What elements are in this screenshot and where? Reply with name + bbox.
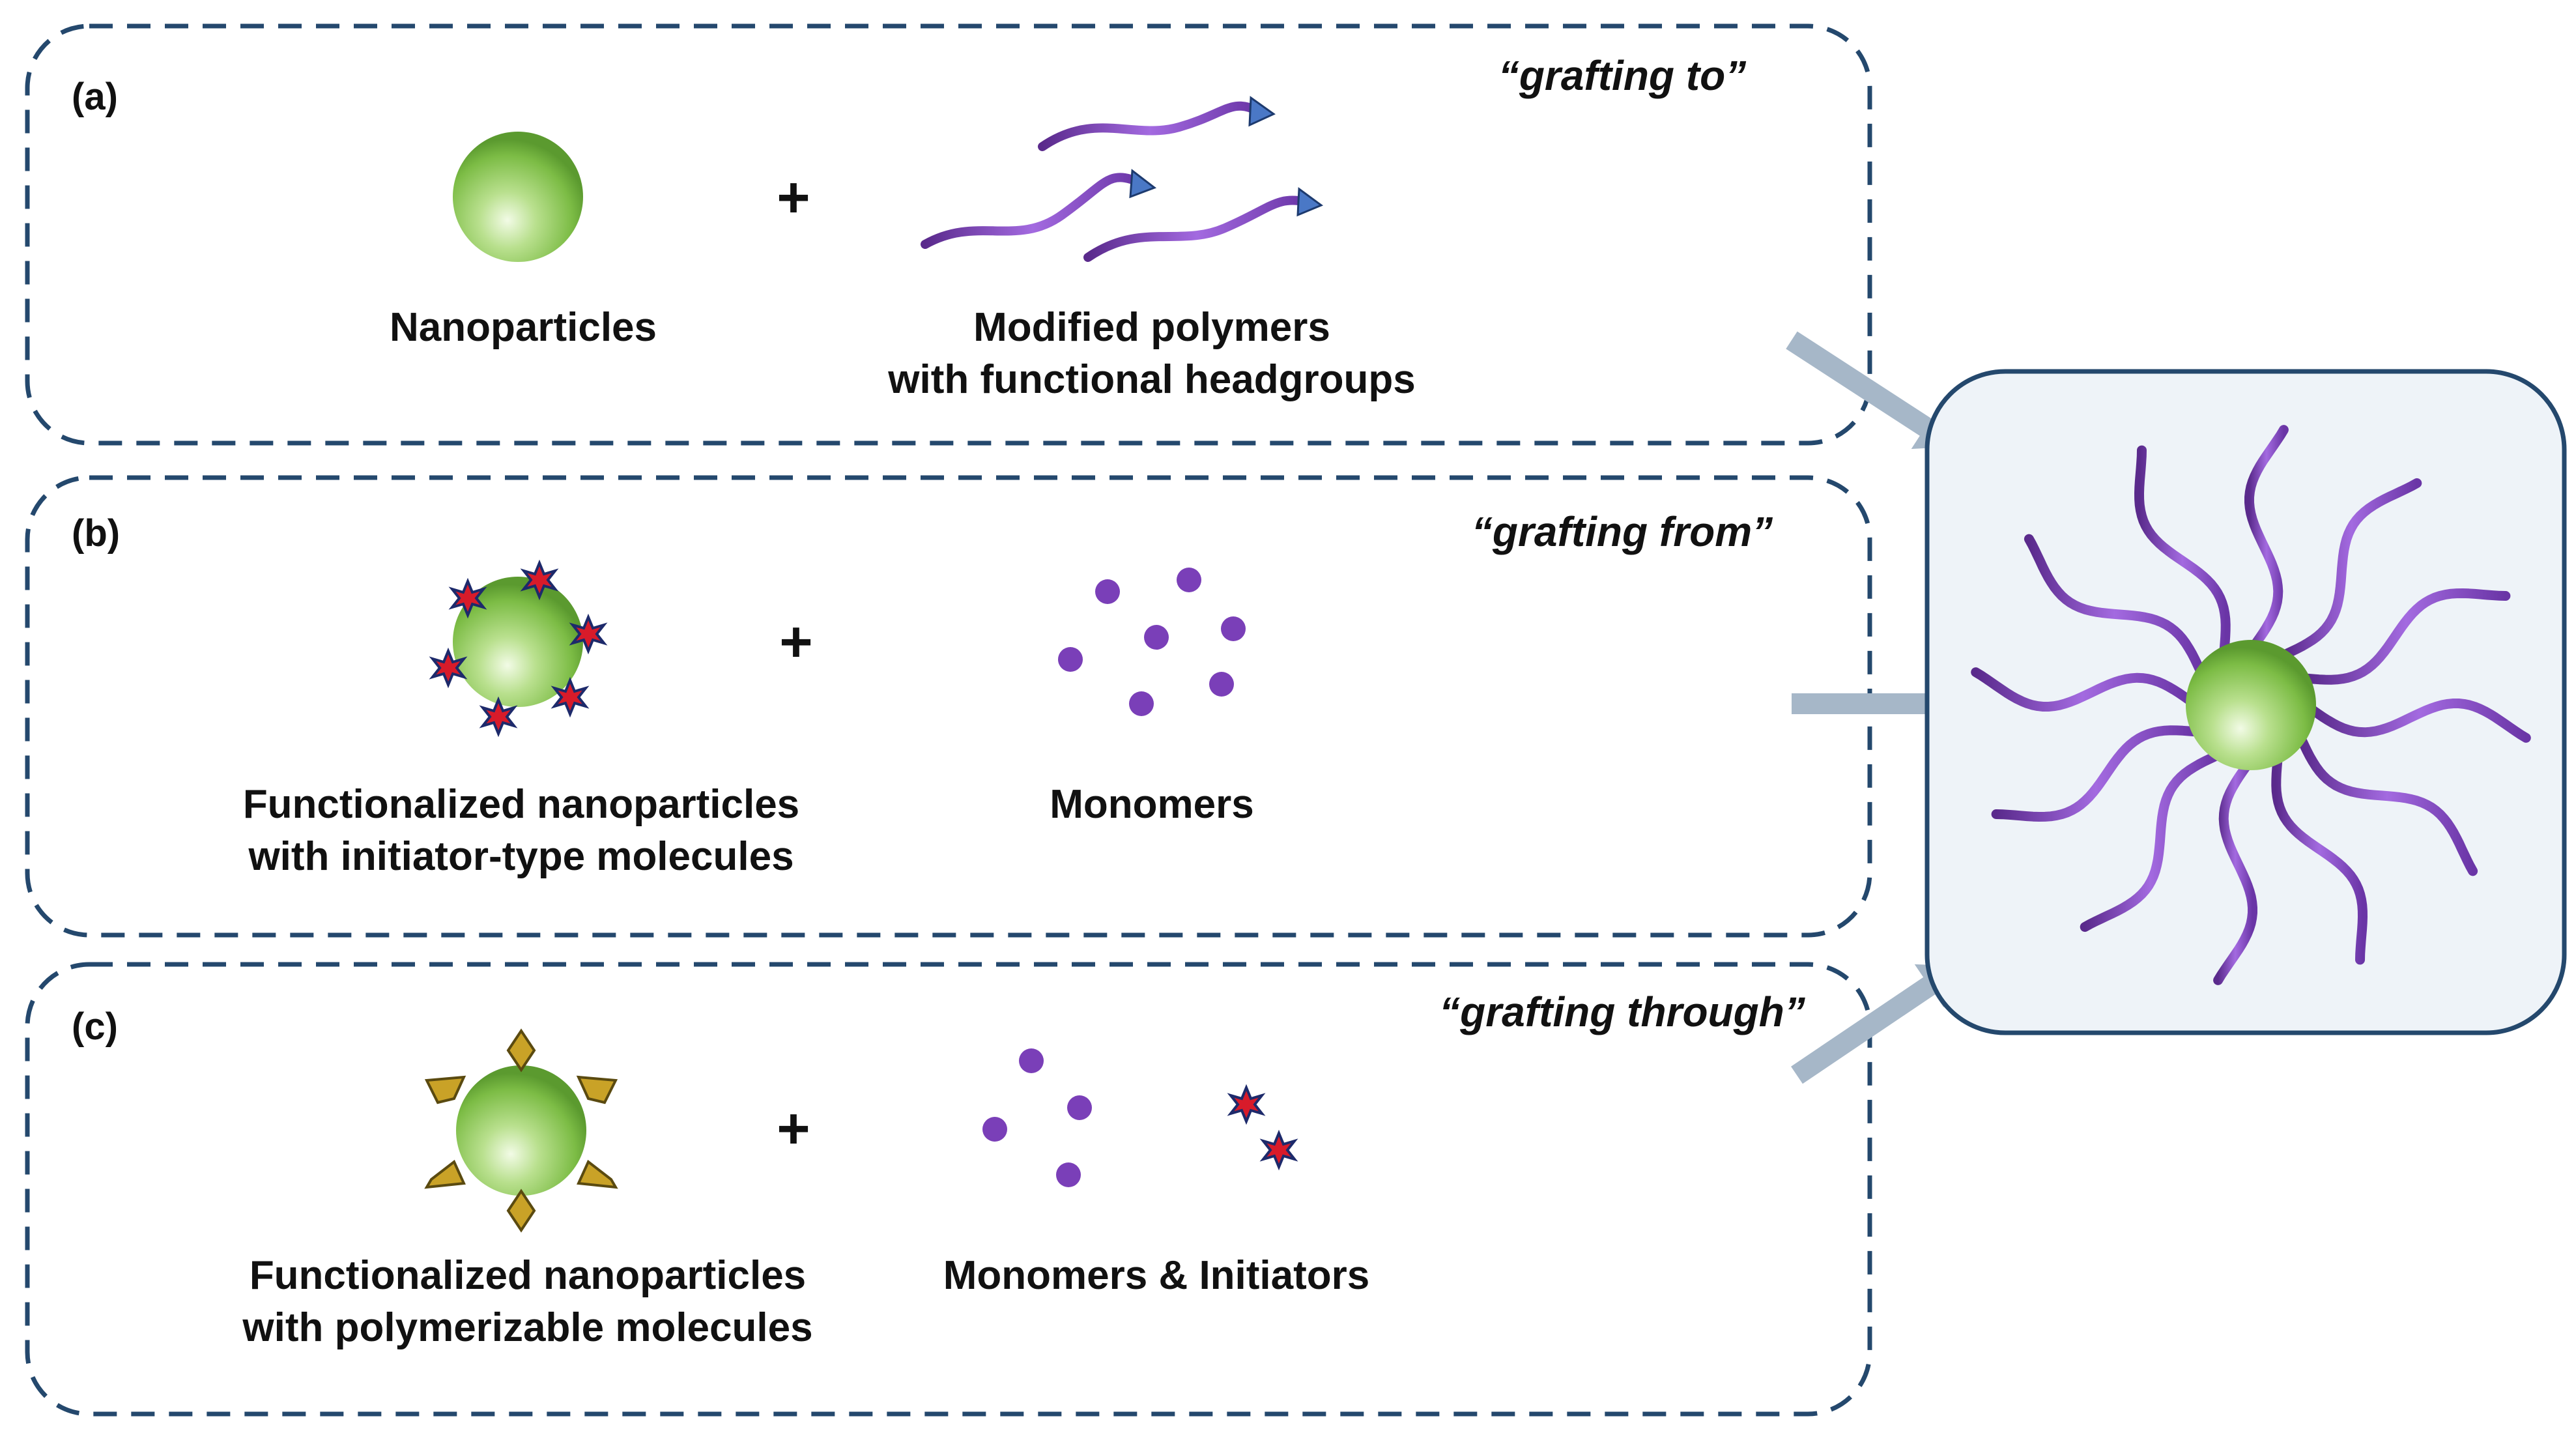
- polymer-chain: [1083, 195, 1311, 262]
- panel-a: (a) “grafting to” + Nanoparticles Modifi…: [25, 23, 1872, 446]
- monomers: [1058, 568, 1246, 716]
- panel-c-right-caption: Monomers & Initiators: [943, 1253, 1370, 1298]
- panel-c: (c) “grafting through” + Functionalized …: [25, 962, 1872, 1417]
- monomers: [982, 1048, 1092, 1187]
- headgroup-icon: [1296, 187, 1324, 217]
- grafted-polymer-chain: [2244, 425, 2289, 648]
- grafted-polymer-chain: [1991, 725, 2200, 822]
- polymerizable-group-icon: [577, 1159, 618, 1189]
- panel-a-right-caption-1: Modified polymers: [973, 305, 1330, 350]
- monomer-dot: [1221, 616, 1246, 641]
- panel-c-left-caption-2: with polymerizable molecules: [242, 1305, 812, 1350]
- monomer-dot: [1144, 625, 1169, 650]
- monomer-dot: [1058, 647, 1083, 672]
- monomer-dot: [1067, 1095, 1092, 1120]
- polymer-chain: [921, 173, 1145, 249]
- grafted-polymer-chain: [2024, 534, 2205, 675]
- polymerizable-group-icon: [506, 1028, 536, 1073]
- grafted-polymer-chain: [1971, 667, 2194, 712]
- grafted-polymer-chain: [2134, 445, 2231, 654]
- panel-b-left-caption-1: Functionalized nanoparticles: [243, 782, 799, 827]
- nanoparticle: [453, 132, 583, 262]
- grafted-polymer-chain: [2281, 478, 2422, 659]
- panel-b-left-caption-2: with initiator-type molecules: [248, 834, 794, 879]
- polymer-chain: [1038, 101, 1262, 151]
- panel-b: (b) “grafting from” + Functionalized nan…: [25, 475, 1872, 938]
- initiator-icon: [1227, 1084, 1266, 1125]
- grafted-nanoparticle-core: [2186, 640, 2316, 770]
- panel-a-letter: (a): [72, 76, 118, 118]
- polymerizable-groups: [424, 1028, 618, 1233]
- monomer-dot: [1209, 672, 1234, 697]
- panel-c-plus: +: [777, 1096, 810, 1161]
- functionalized-nanoparticle: [456, 1065, 586, 1196]
- panel-b-method: “grafting from”: [1472, 508, 1773, 555]
- panel-c-letter: (c): [72, 1005, 118, 1048]
- panel-a-left-caption: Nanoparticles: [390, 305, 657, 350]
- monomer-dot: [1056, 1162, 1081, 1187]
- functionalized-nanoparticle: [453, 577, 583, 707]
- monomer-dot: [982, 1117, 1007, 1142]
- grafted-polymer-chain: [2302, 588, 2511, 685]
- panel-a-plus: +: [777, 165, 810, 229]
- grafted-polymer-chain: [2213, 762, 2257, 985]
- headgroup-icon: [1248, 96, 1276, 127]
- initiator-icon: [479, 696, 518, 738]
- panel-b-right-caption: Monomers: [1050, 782, 1253, 827]
- headgroup-icon: [1129, 169, 1157, 199]
- polymerizable-group-icon: [576, 1075, 618, 1104]
- grafted-polymer-chain: [2297, 735, 2478, 876]
- grafted-polymer-chain: [2080, 751, 2221, 932]
- modified-polymers: [921, 101, 1311, 262]
- monomer-dot: [1019, 1048, 1044, 1073]
- monomer-dot: [1177, 568, 1201, 592]
- monomer-dot: [1095, 579, 1120, 604]
- panel-c-left-caption-1: Functionalized nanoparticles: [250, 1253, 806, 1298]
- panel-b-letter: (b): [72, 512, 120, 555]
- polymerizable-group-icon: [424, 1075, 466, 1104]
- panel-c-method: “grafting through”: [1439, 988, 1805, 1035]
- grafted-polymer-chain: [2308, 699, 2531, 743]
- polymerizable-group-icon: [506, 1189, 536, 1233]
- initiator-icon: [1259, 1129, 1298, 1171]
- initiator-icon: [448, 577, 487, 619]
- panel-c-border: [25, 962, 1872, 1417]
- result-panel: [1925, 369, 2567, 1035]
- initiator-icon: [429, 647, 468, 689]
- polymerizable-group-icon: [424, 1159, 466, 1189]
- initiators: [1227, 1084, 1298, 1171]
- grafted-polymer-chains: [1971, 425, 2531, 985]
- initiator-icon: [569, 613, 608, 655]
- monomer-dot: [1129, 691, 1154, 716]
- initiator-molecules: [429, 559, 608, 738]
- panel-a-border: [25, 23, 1872, 446]
- grafted-polymer-chain: [2271, 756, 2368, 965]
- panel-a-right-caption-2: with functional headgroups: [887, 357, 1415, 402]
- initiator-icon: [551, 676, 590, 718]
- panel-a-method: “grafting to”: [1498, 52, 1746, 99]
- panel-b-plus: +: [779, 609, 812, 674]
- initiator-icon: [520, 559, 559, 601]
